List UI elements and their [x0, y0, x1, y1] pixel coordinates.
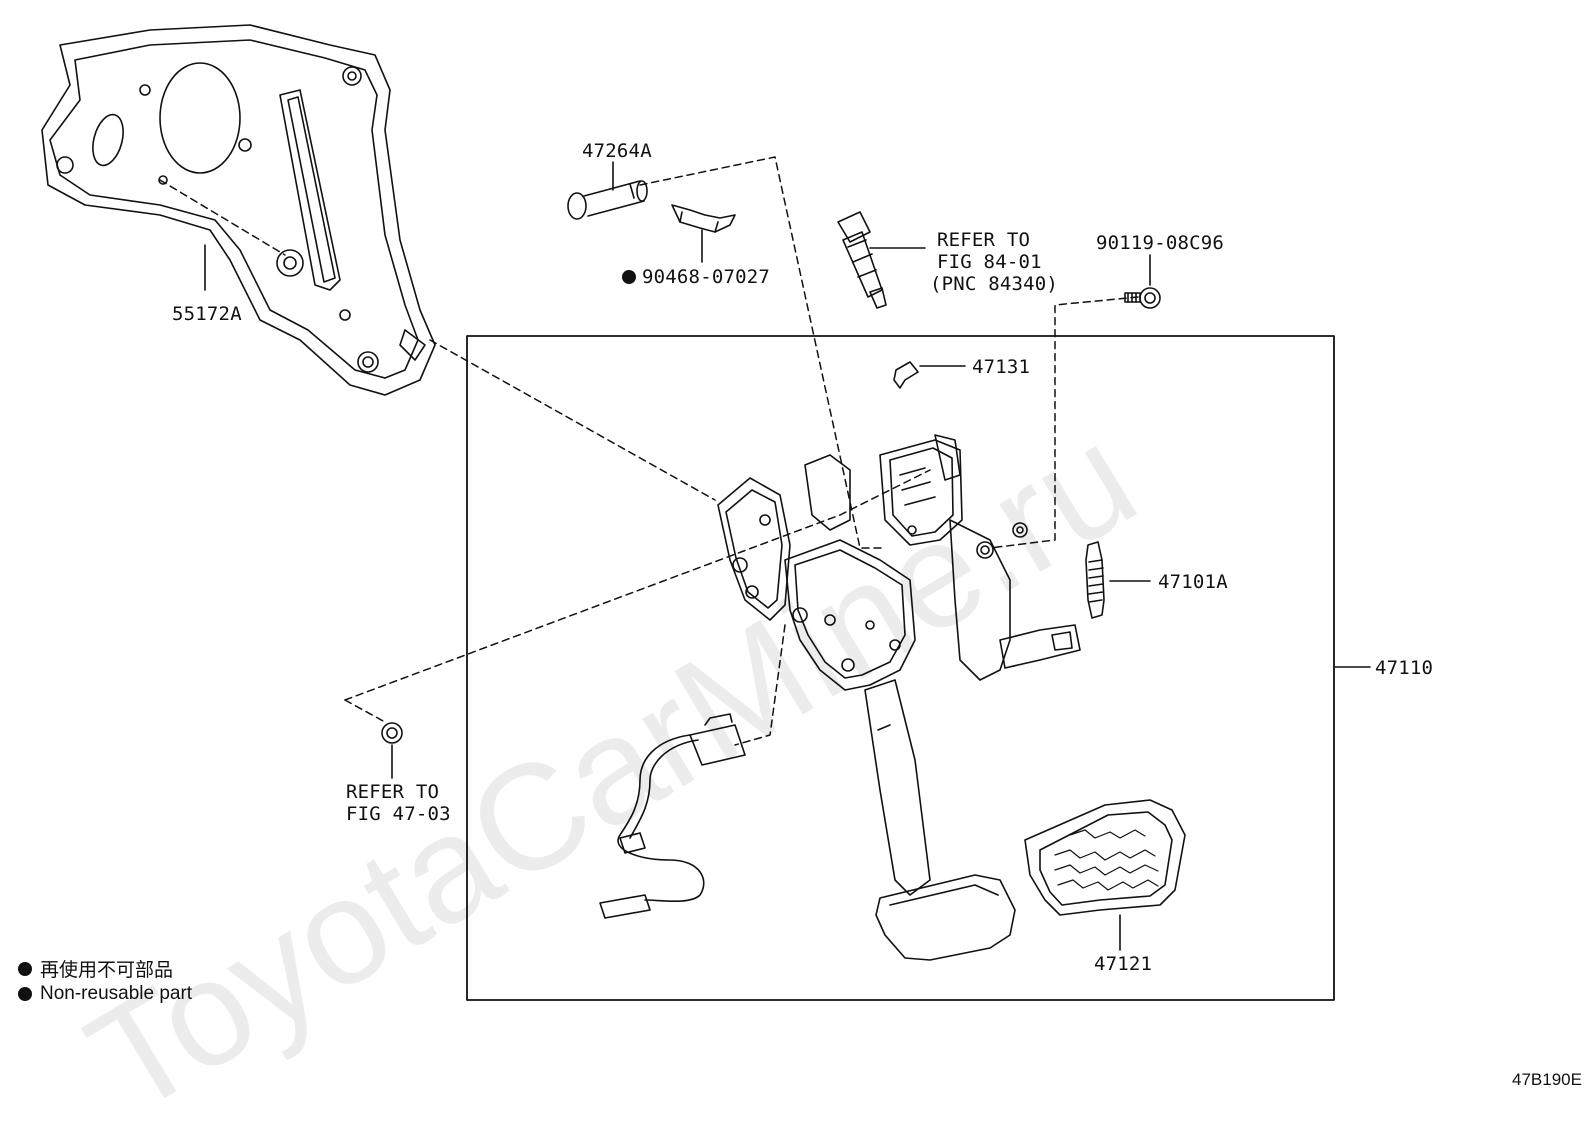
legend-dot-icon	[18, 987, 32, 1001]
label-47264A: 47264A	[582, 140, 652, 162]
legend-english: Non-reusable part	[18, 983, 192, 1005]
label-refer-47-line1: REFER TO	[346, 781, 440, 803]
spring-47101A	[1085, 541, 1105, 619]
brake-pedal-exploded-diagram	[41, 24, 1371, 1001]
label-refer-47-line2: FIG 47-03	[346, 803, 451, 825]
label-47101A: 47101A	[1158, 571, 1228, 593]
assembly-boundary-box	[466, 335, 1335, 1001]
label-90119-08C96: 90119-08C96	[1096, 232, 1225, 254]
legend-japanese-text: 再使用不可部品	[40, 960, 174, 981]
label-47131: 47131	[972, 356, 1031, 378]
stop-lamp-switch	[837, 211, 887, 309]
clip-90468-07027	[671, 204, 736, 233]
label-refer-84-line1: REFER TO	[937, 229, 1031, 251]
label-refer-84-line3: (PNC 84340)	[930, 273, 1059, 295]
non-reusable-dot-icon	[622, 270, 636, 284]
label-90468-07027: 90468-07027	[622, 266, 770, 288]
nut-refer-47-03	[381, 722, 403, 744]
pin-47264A	[567, 180, 648, 220]
dashed-reference-lines	[159, 156, 1139, 746]
clip-47131	[893, 361, 919, 389]
pedal-bracket-assembly	[717, 434, 1081, 691]
figure-code: 47B190E	[1512, 1070, 1582, 1089]
pedal-pad-47121	[1024, 799, 1186, 916]
pedal-sensor-harness	[599, 713, 746, 919]
legend-japanese: 再使用不可部品	[18, 955, 173, 982]
label-55172A: 55172A	[172, 303, 242, 325]
brake-pedal-arm	[864, 679, 1016, 961]
label-47121: 47121	[1094, 953, 1153, 975]
legend-dot-icon	[18, 961, 32, 976]
label-90468-text: 90468-07027	[642, 266, 771, 288]
label-47110: 47110	[1375, 657, 1434, 679]
legend-english-text: Non-reusable part	[40, 983, 193, 1004]
bolt-90119-08C96	[1124, 287, 1161, 309]
bracket-55172A	[41, 24, 436, 396]
label-refer-84-line2: FIG 84-01	[937, 251, 1042, 273]
